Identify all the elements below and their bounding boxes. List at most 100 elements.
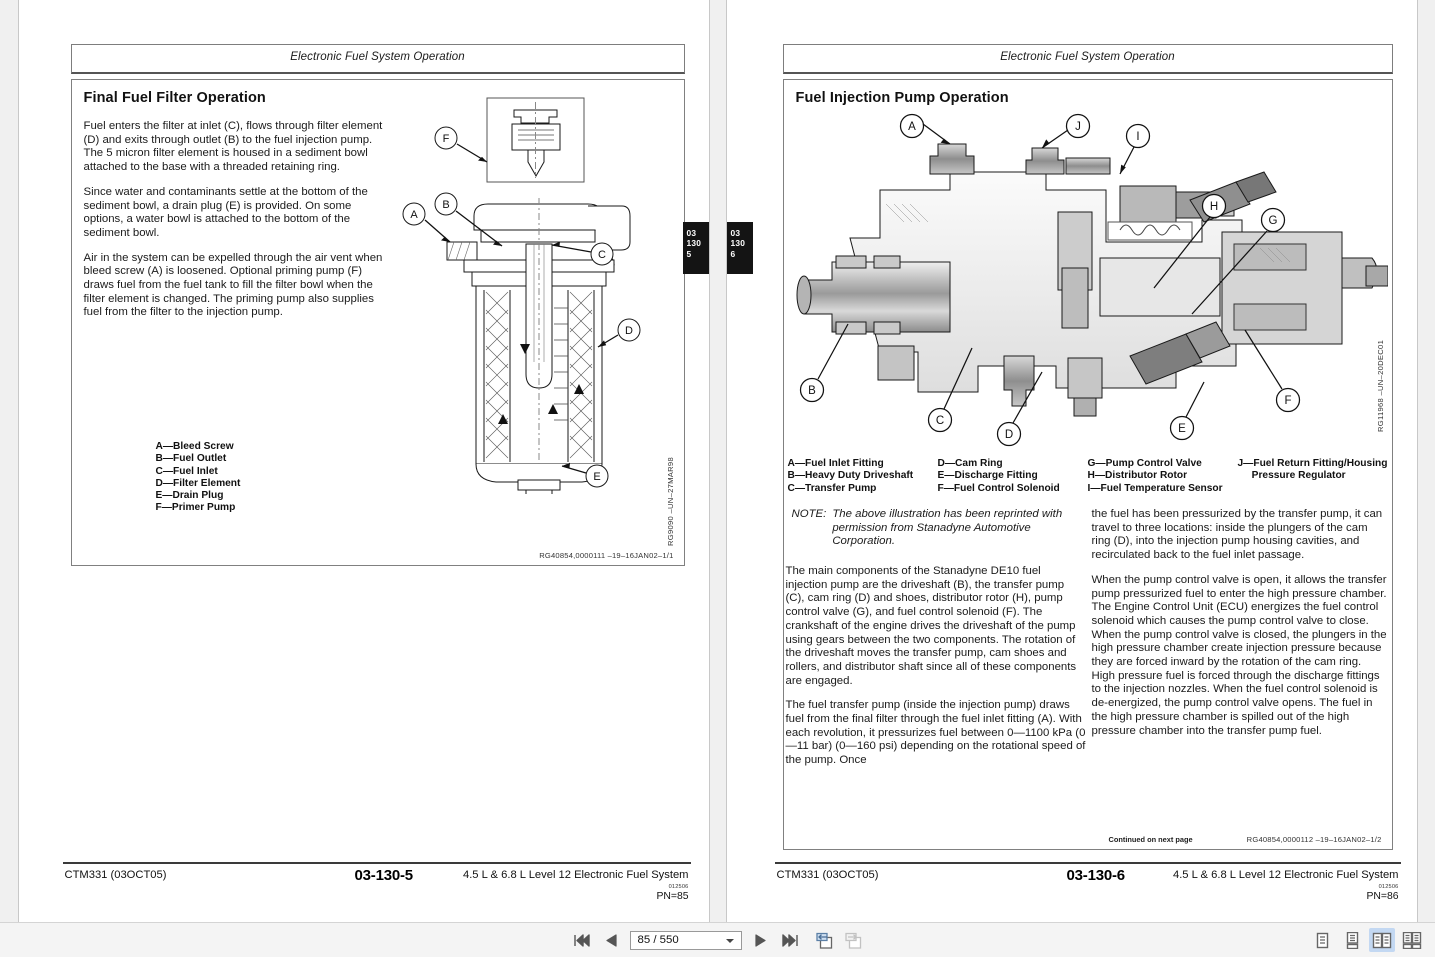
fuel-filter-diagram: F [402, 97, 640, 494]
first-page-icon[interactable] [572, 929, 592, 951]
key-column: G—Pump Control Valve H—Distributor Rotor… [1088, 458, 1238, 495]
page-right[interactable]: Electronic Fuel System Operation Fuel In… [726, 0, 1417, 922]
key-item: D—Cam Ring [937, 458, 1003, 469]
key-item: J—Fuel Return Fitting/Housing [1237, 458, 1388, 469]
svg-text:I: I [1136, 131, 1139, 143]
last-page-icon[interactable] [780, 929, 800, 951]
page-number-input[interactable]: 85 / 550 [629, 930, 742, 950]
running-head-left: Electronic Fuel System Operation [70, 44, 685, 74]
key-item: F—Fuel Control Solenoid [937, 482, 1060, 494]
footer-pn: PN=85 [656, 891, 689, 902]
tab-group: 130 [686, 238, 702, 249]
key-item: G—Pump Control Valve [1087, 458, 1202, 469]
layout-controls [1309, 923, 1425, 957]
page-left[interactable]: Electronic Fuel System Operation Final F… [18, 0, 709, 922]
paragraph: The main components of the Stanadyne DE1… [785, 565, 1077, 687]
svg-text:J: J [1075, 121, 1081, 133]
note-label: NOTE: [791, 508, 827, 520]
key-column: A—Fuel Inlet Fitting B—Heavy Duty Drives… [788, 458, 938, 495]
page-footer-right: CTM331 (03OCT05) 03-130-6 4.5 L & 6.8 L … [774, 862, 1401, 910]
svg-text:D: D [625, 325, 633, 337]
key-column: J—Fuel Return Fitting/Housing Pressure R… [1238, 458, 1388, 495]
fit-page-icon[interactable] [815, 929, 835, 951]
key-item: B—Heavy Duty Driveshaft [787, 470, 914, 482]
page-number-value: 85 / 550 [637, 934, 679, 946]
revision-stamp-right: RG40854,0000112 –19–16JAN02–1/2 [1246, 835, 1382, 844]
svg-text:B: B [808, 385, 816, 397]
key-item: E—Discharge Fitting [937, 470, 1038, 482]
body-text-left: Fuel enters the filter at inlet (C), flo… [84, 120, 386, 331]
key-item: C—Transfer Pump [787, 482, 877, 494]
layout-two-page-spread-button[interactable] [1369, 928, 1395, 952]
footer-pn: PN=86 [1366, 891, 1399, 902]
running-head-text: Electronic Fuel System Operation [1000, 51, 1175, 63]
key-column: D—Cam Ring E—Discharge Fitting F—Fuel Co… [938, 458, 1088, 495]
key-item: C—Fuel Inlet [155, 465, 218, 477]
figure-id-left: RG9090 –UN–27MAR98 [665, 457, 675, 546]
key-item: D—Filter Element [155, 477, 241, 489]
tab-group: 130 [730, 238, 746, 249]
svg-text:H: H [1209, 201, 1217, 213]
figure-key-left: A—Bleed Screw B—Fuel Outlet C—Fuel Inlet… [156, 441, 241, 515]
svg-text:B: B [442, 199, 449, 211]
page-title-right: Fuel Injection Pump Operation [795, 90, 1009, 106]
footer-date-code: 012506 [668, 884, 689, 890]
svg-text:E: E [593, 471, 600, 483]
tab-page: 6 [730, 248, 736, 259]
next-page-icon[interactable] [751, 929, 771, 951]
footer-page-number: 03-130-5 [354, 867, 414, 884]
key-item: E—Drain Plug [155, 490, 224, 502]
viewer-toolbar: 85 / 550 [0, 922, 1435, 957]
svg-text:D: D [1004, 429, 1012, 441]
footer-document: CTM331 (03OCT05) [776, 869, 879, 881]
content-frame-right: Fuel Injection Pump Operation [782, 79, 1393, 850]
paragraph: Air in the system can be expelled throug… [83, 251, 383, 319]
paragraph: When the pump control valve is open, it … [1091, 573, 1387, 737]
chevron-down-icon[interactable] [725, 938, 734, 943]
running-head-text: Electronic Fuel System Operation [290, 51, 465, 63]
note-block: NOTE: The above illustration has been re… [792, 508, 1092, 549]
figure-key-right: A—Fuel Inlet Fitting B—Heavy Duty Drives… [788, 458, 1388, 495]
footer-title: 4.5 L & 6.8 L Level 12 Electronic Fuel S… [1172, 869, 1399, 881]
key-item: I—Fuel Temperature Sensor [1087, 482, 1223, 494]
svg-text:C: C [935, 415, 943, 427]
footer-document: CTM331 (03OCT05) [64, 869, 167, 881]
chapter-tab-right: 03 130 6 [726, 222, 753, 274]
layout-single-page-button[interactable] [1309, 928, 1335, 952]
svg-text:F: F [442, 133, 449, 145]
svg-text:F: F [1284, 395, 1291, 407]
paragraph: The fuel transfer pump (inside the injec… [785, 699, 1086, 767]
continued-notice: Continued on next page [1108, 835, 1193, 844]
key-item: F—Primer Pump [155, 502, 236, 514]
copy-view-icon[interactable] [844, 929, 864, 951]
key-item: H—Distributor Rotor [1087, 470, 1188, 482]
key-item: Pressure Regulator [1237, 470, 1346, 482]
tab-page: 5 [686, 248, 692, 259]
svg-text:E: E [1178, 423, 1186, 435]
chapter-tab-left: 03 130 5 [682, 222, 709, 274]
previous-page-icon[interactable] [601, 929, 621, 951]
footer-title: 4.5 L & 6.8 L Level 12 Electronic Fuel S… [462, 869, 689, 881]
key-item: B—Fuel Outlet [155, 453, 227, 465]
content-frame-left: Final Fuel Filter Operation Fuel enters … [70, 79, 685, 566]
tab-chapter: 03 [730, 228, 741, 238]
tab-chapter: 03 [686, 228, 697, 238]
page-title-left: Final Fuel Filter Operation [83, 90, 266, 106]
layout-continuous-button[interactable] [1339, 928, 1365, 952]
revision-stamp-left: RG40854,0000111 –19–16JAN02–1/1 [539, 551, 674, 560]
key-item: A—Bleed Screw [155, 441, 234, 452]
svg-text:G: G [1268, 215, 1277, 227]
paragraph: the fuel has been pressurized by the tra… [1091, 508, 1383, 562]
body-text-right-col2: the fuel has been pressurized by the tra… [1092, 508, 1388, 749]
page-navigation: 85 / 550 [572, 923, 864, 957]
footer-date-code: 012506 [1378, 884, 1399, 890]
layout-continuous-facing-button[interactable] [1399, 928, 1425, 952]
svg-text:A: A [908, 121, 916, 133]
footer-page-number: 03-130-6 [1066, 867, 1126, 884]
figure-id-right: RG11968 –UN–20DEC01 [1375, 339, 1385, 432]
body-text-right-col1: The main components of the Stanadyne DE1… [786, 565, 1086, 779]
paragraph: Fuel enters the filter at inlet (C), flo… [83, 120, 383, 174]
document-viewer: Electronic Fuel System Operation Final F… [18, 0, 1417, 922]
note-text: The above illustration has been reprinte… [832, 508, 1063, 548]
running-head-right: Electronic Fuel System Operation [782, 44, 1393, 74]
